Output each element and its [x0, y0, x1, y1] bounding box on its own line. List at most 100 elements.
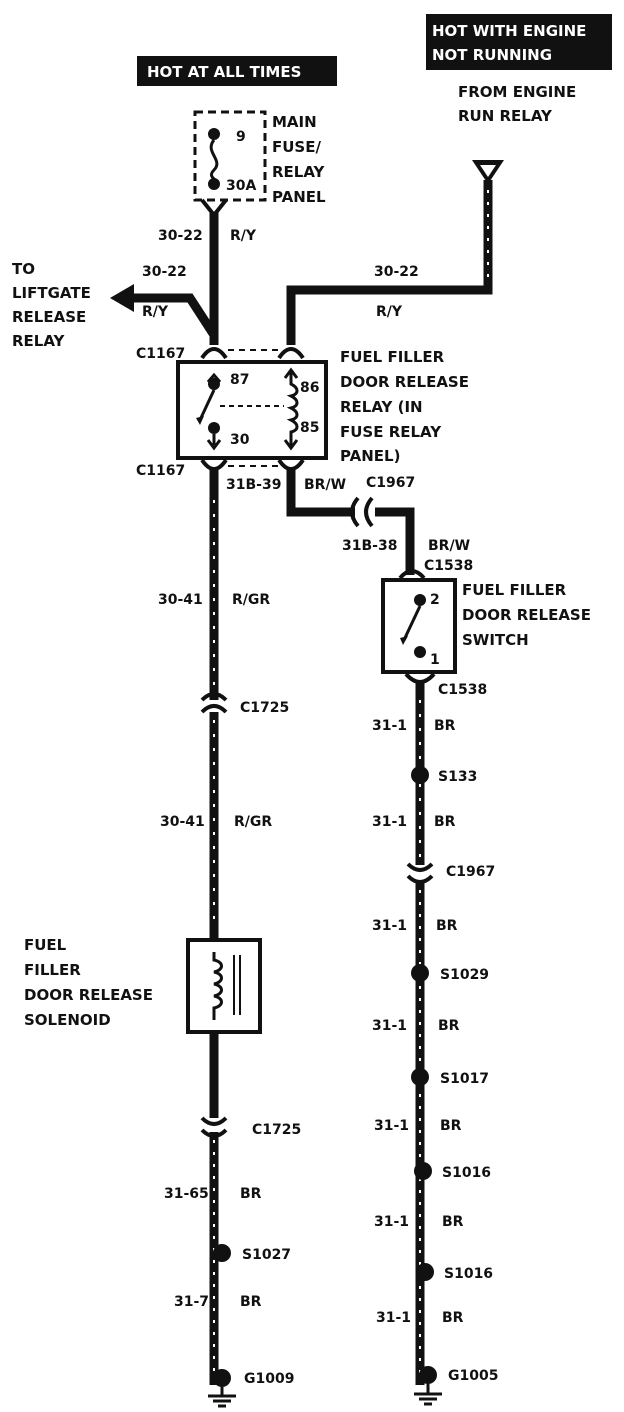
main-fuse-label-2: FUSE/ — [272, 138, 321, 156]
switch-label-3: SWITCH — [462, 631, 529, 649]
fuel-filler-door-release-relay: 87 30 86 85 — [176, 347, 328, 471]
wire-label-31-65: 31-65 — [164, 1186, 209, 1202]
connector-c1725-top-icon — [200, 692, 228, 714]
wire-label-30-41-b: 30-41 — [160, 814, 205, 830]
wire-label-r7-col: BR — [442, 1310, 464, 1326]
wire-label-30-22-b: 30-22 — [142, 264, 187, 280]
wire-label-31b38: 31B-38 — [342, 538, 397, 554]
wire-label-r5-num: 31-1 — [374, 1118, 409, 1134]
wire-texture — [213, 190, 489, 1380]
wire-label-r2-num: 31-1 — [372, 814, 407, 830]
hot-with-engine-banner: HOT WITH ENGINE NOT RUNNING — [426, 14, 612, 70]
splice-s133-dot — [411, 766, 429, 784]
wire-label-r3-col: BR — [436, 918, 458, 934]
wire-30-22-liftgate — [130, 293, 218, 338]
ground-g1005-icon — [414, 1366, 442, 1406]
main-fuse-label-1: MAIN — [272, 113, 317, 131]
switch-pin-2: 2 — [430, 592, 440, 608]
wire-31b39 — [286, 468, 355, 517]
switch-label-2: DOOR RELEASE — [462, 606, 591, 624]
wire-label-ry-c: R/Y — [376, 304, 403, 320]
splice-s1027: S1027 — [242, 1247, 291, 1263]
fuel-filler-door-release-switch: 2 1 — [381, 569, 457, 684]
relay-pin-87: 87 — [230, 372, 249, 388]
connector-c1967-top: C1967 — [366, 475, 415, 491]
relay-coil-icon — [286, 372, 299, 446]
solenoid-label-1: FUEL — [24, 936, 67, 954]
splice-s1029: S1029 — [440, 967, 489, 983]
connector-c1538-bottom: C1538 — [438, 682, 487, 698]
connector-c1167-top: C1167 — [136, 346, 185, 362]
wire-label-r4-col: BR — [438, 1018, 460, 1034]
fuse-icon — [209, 139, 219, 184]
relay-contact-icon — [198, 389, 216, 421]
wire-label-br-l2: BR — [240, 1294, 262, 1310]
splice-s1017: S1017 — [440, 1071, 489, 1087]
fuse-pin-label: 9 — [236, 129, 246, 145]
wire-label-brw-b: BR/W — [428, 538, 470, 554]
main-fuse-label-4: PANEL — [272, 188, 326, 206]
fuse-rating-label: 30A — [226, 178, 256, 194]
from-engine-label-1: FROM ENGINE — [458, 83, 576, 101]
main-fuse-label-3: RELAY — [272, 163, 326, 181]
relay-label-3: RELAY (IN — [340, 398, 423, 416]
wire-label-r6-col: BR — [442, 1214, 464, 1230]
wire-label-31-7: 31-7 — [174, 1294, 209, 1310]
connector-c1725-top: C1725 — [240, 700, 289, 716]
solenoid-label-2: FILLER — [24, 961, 81, 979]
to-liftgate-label-2: LIFTGATE — [12, 284, 91, 302]
switch-label-1: FUEL FILLER — [462, 581, 567, 599]
switch-contact-icon — [402, 605, 422, 641]
wire-label-r7-num: 31-1 — [376, 1310, 411, 1326]
solenoid-label-4: SOLENOID — [24, 1011, 111, 1029]
main-fuse-panel: 9 30A — [193, 110, 267, 219]
ground-g1009-icon — [208, 1369, 236, 1408]
wire-label-30-22-c: 30-22 — [374, 264, 419, 280]
wire-label-ry-a: R/Y — [230, 228, 257, 244]
splice-s1029-dot — [411, 964, 429, 982]
switch-box — [381, 578, 457, 674]
wire-30-22-engine — [286, 180, 493, 345]
wire-label-r1-col: BR — [434, 718, 456, 734]
from-engine-label-2: RUN RELAY — [458, 107, 553, 125]
connector-c1967-horizontal — [350, 496, 374, 528]
solenoid-label-3: DOOR RELEASE — [24, 986, 153, 1004]
relay-pin-30: 30 — [230, 432, 250, 448]
wire-label-r6-num: 31-1 — [374, 1214, 409, 1230]
solenoid-coil-icon — [212, 952, 223, 1020]
splice-s1016-a-dot — [414, 1162, 432, 1180]
splice-s1016-b: S1016 — [444, 1266, 493, 1282]
wire-label-r5-col: BR — [440, 1118, 462, 1134]
wire-label-rgr-a: R/GR — [232, 592, 270, 608]
splice-s1016-b-dot — [416, 1263, 434, 1281]
to-liftgate-label-3: RELEASE — [12, 308, 86, 326]
liftgate-arrow-icon — [110, 284, 134, 312]
hot-at-all-times-banner: HOT AT ALL TIMES — [137, 56, 337, 86]
to-liftgate-label-1: TO — [12, 260, 35, 278]
splice-s133: S133 — [438, 769, 477, 785]
relay-pin-86: 86 — [300, 380, 319, 396]
switch-pin-1: 1 — [430, 652, 440, 668]
wire-label-brw-a: BR/W — [304, 477, 346, 493]
hot-at-all-times-text: HOT AT ALL TIMES — [147, 63, 301, 81]
wire-label-30-41-a: 30-41 — [158, 592, 203, 608]
ground-g1005: G1005 — [448, 1368, 498, 1384]
connector-c1725-bottom: C1725 — [252, 1122, 301, 1138]
splice-s1017-dot — [411, 1068, 429, 1086]
relay-label-2: DOOR RELEASE — [340, 373, 469, 391]
wire-label-rgr-b: R/GR — [234, 814, 272, 830]
relay-box — [176, 360, 328, 460]
relay-label-4: FUSE RELAY — [340, 423, 442, 441]
splice-s1027-dot — [213, 1244, 231, 1262]
relay-pin-85: 85 — [300, 420, 319, 436]
fuel-filler-door-release-solenoid — [186, 938, 262, 1034]
hot-engine-line1: HOT WITH ENGINE — [432, 22, 586, 40]
to-liftgate-label-4: RELAY — [12, 332, 66, 350]
connector-c1538-top: C1538 — [424, 558, 473, 574]
wire-label-ry-b: R/Y — [142, 304, 169, 320]
wire-label-31b39: 31B-39 — [226, 477, 281, 493]
wire-label-r2-col: BR — [434, 814, 456, 830]
fuse-terminal-bottom — [208, 178, 220, 190]
fuse-terminal-top — [208, 128, 220, 140]
